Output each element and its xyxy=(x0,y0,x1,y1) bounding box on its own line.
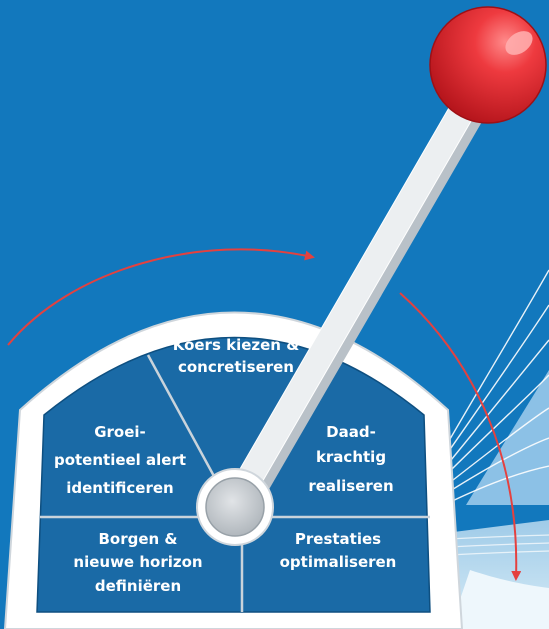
segment-upper-right-line-1: Daad- xyxy=(326,423,376,441)
segment-top-line-1: Koers kiezen & xyxy=(173,336,300,354)
segment-lower-left-line-1: Borgen & xyxy=(98,530,177,548)
segment-upper-right-line-2: krachtig xyxy=(316,448,386,466)
segment-lower-left-line-3: definiëren xyxy=(95,577,181,595)
segment-lower-right-line-1: Prestaties xyxy=(295,530,381,548)
segment-upper-left-line-1: Groei- xyxy=(94,423,146,441)
segment-lower-right-line-2: optimaliseren xyxy=(280,553,397,571)
lever-knob-icon xyxy=(430,7,546,123)
segment-lower-left-line-2: nieuwe horizon xyxy=(73,553,202,571)
segment-top-line-2: concretiseren xyxy=(178,358,294,376)
lever-hub-icon xyxy=(197,469,273,545)
segment-upper-left-line-2: potentieel alert xyxy=(54,451,186,469)
segment-upper-right-line-3: realiseren xyxy=(308,477,393,495)
segment-upper-left-line-3: identificeren xyxy=(66,479,173,497)
